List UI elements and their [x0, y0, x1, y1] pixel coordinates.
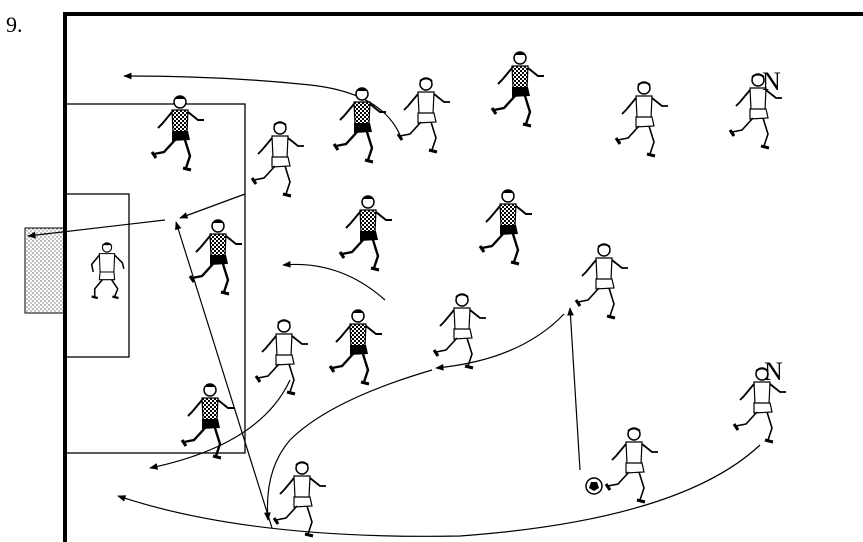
goalkeeper: [92, 243, 124, 298]
attacker-player-3: [182, 384, 234, 458]
attacker-player-5: [340, 196, 392, 270]
goal-area: [65, 194, 129, 357]
arrow-pass-from-ball: [570, 308, 580, 470]
defender-player-1: [252, 122, 304, 196]
attacker-player-6: [330, 310, 382, 384]
defender-player-7: [606, 428, 658, 502]
defender-player-8: [274, 462, 326, 536]
defender-player-5: [576, 244, 628, 318]
neutral-label-top: N: [762, 67, 781, 96]
neutral-label-right: N: [764, 357, 783, 386]
attacker-player-7: [492, 52, 544, 126]
attacker-player-8: [480, 190, 532, 264]
arrow-cutback-pass: [150, 380, 290, 468]
defender-player-2: [398, 78, 450, 152]
attacker-player-4: [334, 88, 386, 162]
arrow-neutral-long-run: [118, 445, 760, 536]
attacker-player-1: [152, 96, 204, 170]
attacker-player-2: [190, 220, 242, 294]
defender-player-4: [434, 294, 486, 368]
players: [92, 52, 786, 536]
arrow-diagonal-run: [283, 264, 385, 300]
defender-player-6: [256, 320, 308, 394]
goal-net: [25, 228, 65, 313]
movement-arrows: [28, 76, 760, 536]
defender-player-3: [616, 82, 668, 156]
arrow-cross-to-goal: [180, 194, 245, 218]
soccer-ball-icon: [586, 478, 602, 494]
